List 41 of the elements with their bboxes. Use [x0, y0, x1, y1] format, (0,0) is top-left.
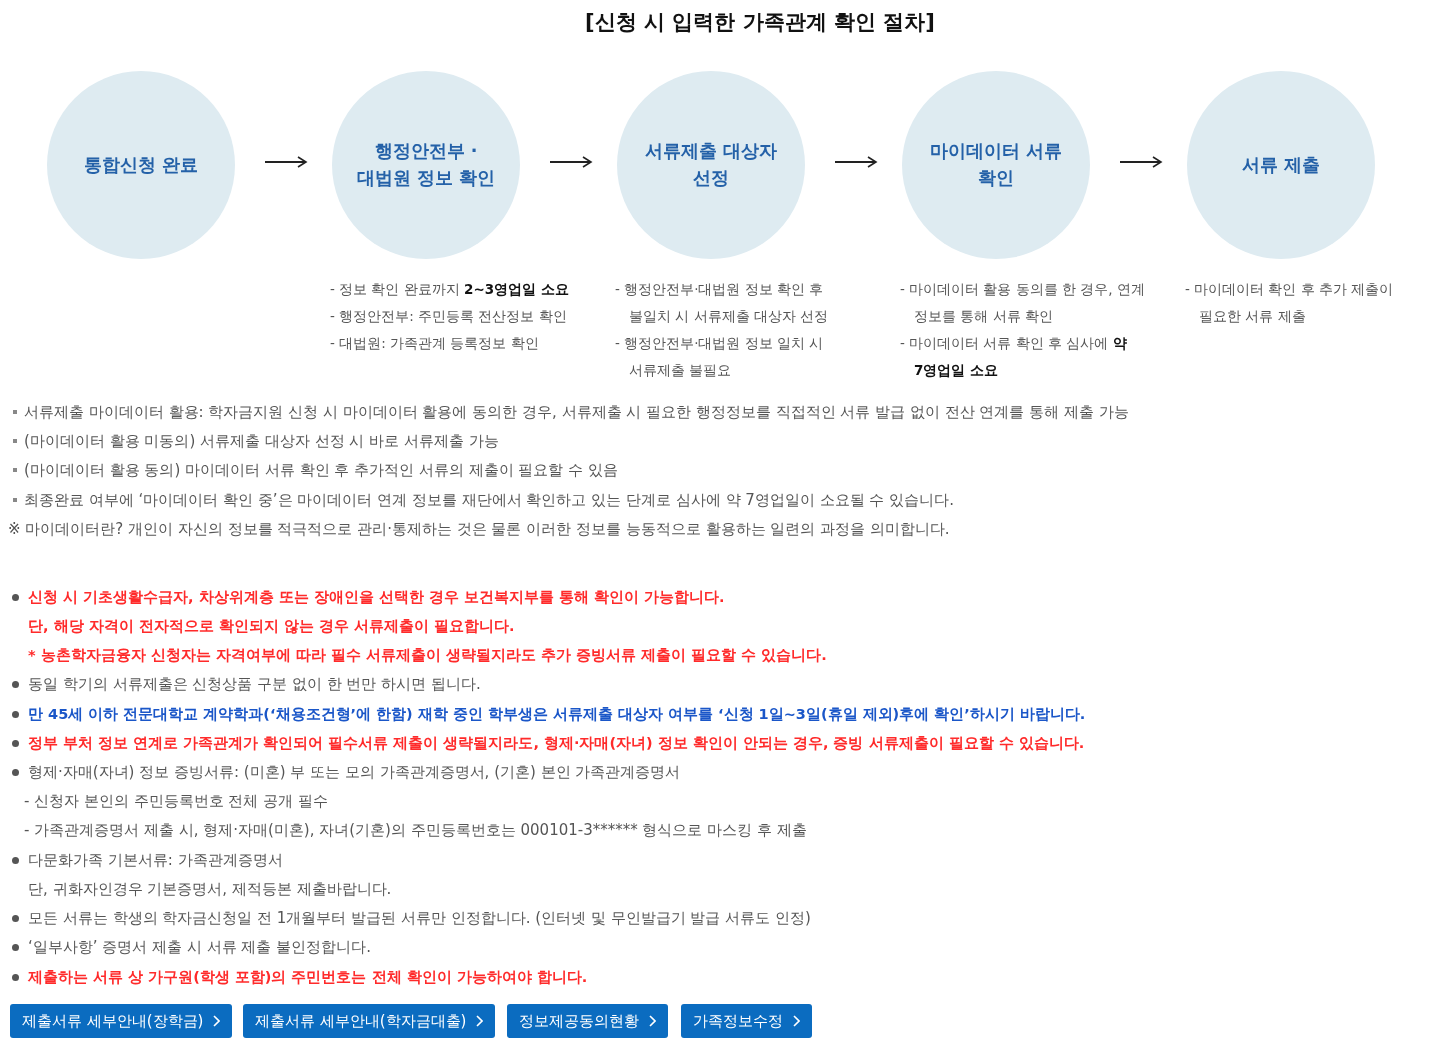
arrow — [834, 156, 877, 168]
note-text: 단, 귀화자인경우 기본증명서, 제적등본 제출바랍니다. — [28, 879, 392, 899]
diagram-title: [신청 시 입력한 가족관계 확인 절차] — [584, 9, 936, 36]
step-label: 서류 제출 — [1240, 153, 1322, 177]
step-note: - 마이데이터 서류 확인 후 심사에 약 7영업일 소요 — [900, 334, 1128, 380]
note-text: 신청 시 기초생활수급자, 차상위계층 또는 장애인을 선택한 경우 보건복지부를 통해 확인이 가능합니다. — [28, 588, 725, 607]
note-text: 모든 서류는 학생의 학자금신청일 전 1개월부터 발급된 서류만 인정합니다. (인터넷 및 무인발급기 발급 서류도 인정) — [28, 908, 811, 928]
link-button: 가족정보수정 — [681, 1004, 812, 1038]
note-text: * 농촌학자금융자 신청자는 자격여부에 따라 필수 서류제출이 생략될지라도 추가 증빙서류 제출이 필요할 수 있습니다. — [28, 646, 827, 665]
note-text: - 가족관계증명서 제출 시, 형제·자매(미혼), 자녀(기혼)의 주민등록번호는 000101-3****** 형식으로 마스킹 후 제출 — [24, 820, 807, 840]
note-text: 다문화가족 기본서류: 가족관계증명서 — [28, 850, 283, 870]
note-text: ※ 마이데이터란? 개인이 자신의 정보를 적극적으로 관리·통제하는 것은 물론 이러한 정보를 능동적으로 활용하는 일련의 과정을 의미합니다. — [8, 519, 950, 539]
note-text: 서류제출 마이데이터 활용: 학자금지원 신청 시 마이데이터 활용에 동의한 경우, 서류제출 시 필요한 행정정보를 직접적인 서류 발급 없이 전산 연계를 통해 제출 가능 — [24, 402, 1129, 422]
note-text: 정부 부처 정보 연계로 가족관계가 확인되어 필수서류 제출이 생략될지라도, 형제·자매(자녀) 정보 확인이 안되는 경우, 증빙 서류제출이 필요할 수 있습니다. — [28, 734, 1085, 753]
step-note: - 행정안전부·대법원 정보 일치 시 서류제출 불필요 — [615, 334, 825, 380]
note-text: (마이데이터 활용 동의) 마이데이터 서류 확인 후 추가적인 서류의 제출이 필요할 수 있음 — [24, 460, 618, 480]
note-text: ‘일부사항’ 증명서 제출 시 서류 제출 불인정합니다. — [28, 937, 371, 957]
note-text: 최종완료 여부에 ‘마이데이터 확인 중’은 마이데이터 연계 정보를 재단에서 확인하고 있는 단계로 심사에 약 7영업일이 소요될 수 있습니다. — [24, 490, 954, 510]
arrow — [1119, 156, 1162, 168]
note-text: 형제·자매(자녀) 정보 증빙서류: (미혼) 부 또는 모의 가족관계증명서, (기혼) 본인 가족관계증명서 — [28, 762, 681, 782]
arrow — [549, 156, 592, 168]
step-label: 서류제출 대상자 선정 — [643, 140, 779, 190]
link-button: 제출서류 세부안내(학자금대출) — [243, 1004, 496, 1038]
step-note: - 정보 확인 완료까지 2~3영업일 소요 — [330, 280, 570, 299]
step-note: - 행정안전부·대법원 정보 확인 후 불일치 시 서류제출 대상자 선정 — [615, 280, 830, 326]
link-button: 정보제공동의현황 — [507, 1004, 668, 1038]
step-label: 행정안전부 · 대법원 정보 확인 — [355, 140, 497, 190]
note-text: 동일 학기의 서류제출은 신청상품 구분 없이 한 번만 하시면 됩니다. — [28, 674, 481, 694]
note-text: (마이데이터 활용 미동의) 서류제출 대상자 선정 시 바로 서류제출 가능 — [24, 431, 499, 451]
step-note: - 대법원: 가족관계 등록정보 확인 — [330, 334, 540, 353]
note-text: 제출하는 서류 상 가구원(학생 포함)의 주민번호는 전체 확인이 가능하여야 합니다. — [28, 968, 588, 987]
arrow — [264, 156, 307, 168]
step-label: 마이데이터 서류 확인 — [928, 140, 1064, 190]
step-label: 통합신청 완료 — [82, 153, 200, 177]
note-text: 만 45세 이하 전문대학교 계약학과(‘채용조건형’에 한함) 재학 중인 학부생은 서류제출 대상자 여부를 ‘신청 1일~3일(휴일 제외)후에 확인’하시기 바랍니다. — [28, 705, 1086, 724]
note-text: - 신청자 본인의 주민등록번호 전체 공개 필수 — [24, 791, 329, 811]
note-text: 단, 해당 자격이 전자적으로 확인되지 않는 경우 서류제출이 필요합니다. — [28, 617, 515, 636]
step-note: - 마이데이터 활용 동의를 한 경우, 연계 정보를 통해 서류 확인 — [900, 280, 1146, 326]
step-note: - 마이데이터 확인 후 추가 제출이 필요한 서류 제출 — [1185, 280, 1395, 326]
link-button: 제출서류 세부안내(장학금) — [10, 1004, 233, 1038]
step-note: - 행정안전부: 주민등록 전산정보 확인 — [330, 307, 568, 326]
